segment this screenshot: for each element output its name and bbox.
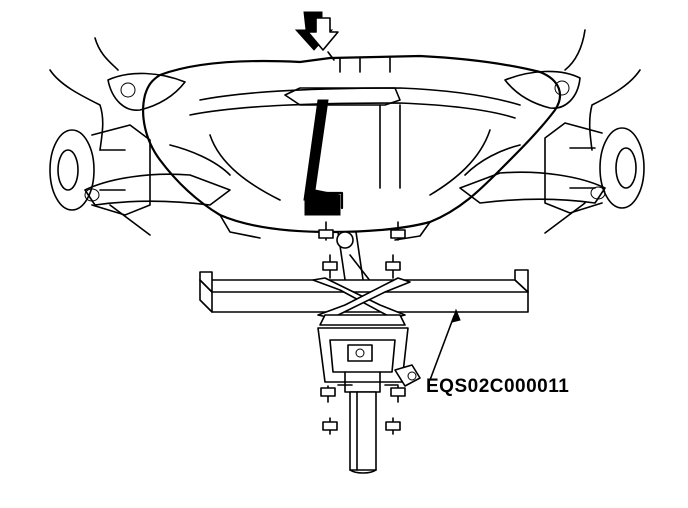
attachment-marker xyxy=(303,99,344,216)
bolt-bottom-right xyxy=(385,417,401,435)
subframe xyxy=(142,54,562,241)
bolt-upper-right xyxy=(390,221,406,241)
jack-post xyxy=(349,391,377,474)
upper-control-arms xyxy=(107,70,581,111)
bolt-upper-left xyxy=(318,221,334,241)
reference-code-label: EQS02C000011 xyxy=(426,376,570,397)
leader-line xyxy=(429,308,461,381)
down-arrow-icon xyxy=(294,11,339,61)
bolt-mid-left xyxy=(322,254,338,279)
vehicle-body-outline xyxy=(49,29,641,151)
bolt-lower-right xyxy=(390,385,406,403)
bolt-bottom-left xyxy=(322,417,338,435)
lower-control-arms xyxy=(84,171,606,206)
transmission-jack-head xyxy=(317,327,421,393)
subframe-adapter-crossbar xyxy=(199,269,529,313)
mounting-bolts xyxy=(318,221,406,435)
bolt-lower-left xyxy=(320,385,336,403)
right-wheel-hub xyxy=(544,122,645,234)
cross-straps xyxy=(312,277,411,326)
bolt-mid-right xyxy=(385,254,401,279)
left-wheel-hub xyxy=(49,124,151,236)
